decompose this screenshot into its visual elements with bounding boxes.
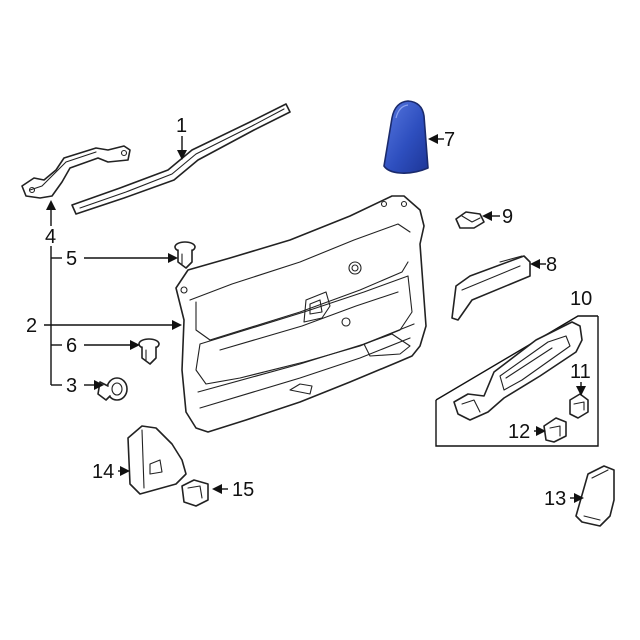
callout-6: 6 [66, 335, 77, 357]
part-14-trim[interactable] [127, 425, 187, 495]
part-1-rail[interactable] [71, 103, 291, 215]
callout-14: 14 [92, 461, 114, 483]
part-8-trim-insert[interactable] [451, 255, 531, 321]
callout-12: 12 [508, 421, 530, 443]
part-13-trim[interactable] [575, 465, 615, 527]
part-10-box [435, 315, 599, 447]
callout-3: 3 [66, 375, 77, 397]
part-15-clip[interactable] [181, 479, 209, 507]
callout-1: 1 [176, 115, 187, 137]
callout-9: 9 [502, 206, 513, 228]
part-12-clip[interactable] [543, 417, 567, 443]
part-2-door-panel[interactable] [175, 195, 427, 433]
part-9-clip[interactable] [455, 211, 485, 229]
part-5-clip[interactable] [174, 241, 196, 269]
part-11-clip[interactable] [569, 393, 589, 419]
part-10-switch-bezel[interactable] [453, 321, 583, 421]
callout-15: 15 [232, 479, 254, 501]
part-7-cover[interactable] [383, 100, 429, 174]
callout-5: 5 [66, 248, 77, 270]
callout-2: 2 [26, 315, 37, 337]
callout-10: 10 [570, 288, 592, 310]
callout-7: 7 [444, 129, 455, 151]
callout-4: 4 [45, 226, 56, 248]
part-6-clip[interactable] [138, 338, 160, 365]
callout-13: 13 [544, 488, 566, 510]
part-4-bracket[interactable] [21, 145, 131, 199]
callout-11: 11 [570, 361, 591, 383]
leader-lines [44, 134, 586, 503]
callout-labels: 1 2 3 4 5 6 7 8 9 10 11 12 13 14 15 [26, 115, 592, 510]
callout-8: 8 [546, 254, 557, 276]
part-3-fastener[interactable] [97, 377, 128, 401]
